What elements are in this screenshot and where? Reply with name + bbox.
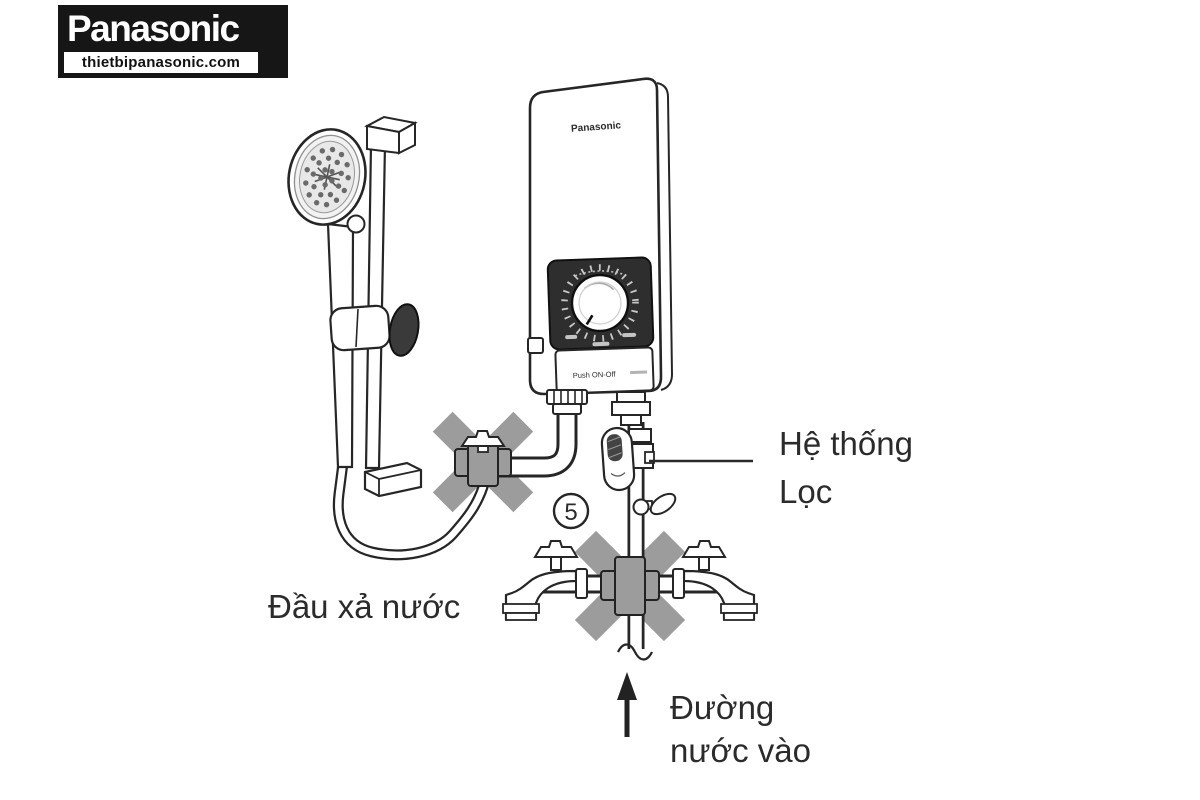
logo-site-text: thietbipanasonic.com (81, 54, 241, 71)
control-panel (546, 256, 655, 351)
cross-fitting (600, 556, 660, 616)
hand-shower (287, 128, 367, 469)
heater-brand-text: Panasonic (571, 120, 622, 134)
outlet-nut (546, 389, 588, 415)
inlet-label-line1: Đường (670, 689, 774, 726)
shower-tee-fitting (454, 430, 512, 487)
wall-bracket-top (364, 115, 418, 155)
knob-pointer (585, 314, 594, 326)
logo-brand-text: Panasonic (67, 8, 240, 49)
water-heater-unit: Panasonic Push ON-Off (527, 77, 674, 396)
outlet-pipe-elbow (498, 412, 578, 478)
faucet-right (671, 539, 759, 622)
panasonic-logo: Panasonic thietbipanasonic.com (58, 5, 288, 78)
inlet-fittings (611, 391, 651, 426)
inlet-shutoff-valve (632, 492, 677, 516)
shower-head (287, 128, 367, 226)
pipe-break-mark (617, 643, 653, 661)
model-text-mark (630, 370, 648, 375)
spray-nozzle-dots (303, 146, 351, 208)
heater-depth-edge (656, 82, 674, 391)
inlet-label-line2: nước vào (670, 732, 811, 769)
step-number-badge: 5 (552, 492, 590, 530)
spray-center-star (314, 164, 340, 190)
side-button (527, 337, 544, 354)
slide-bar-holder (329, 303, 420, 357)
shower-mode-button (346, 214, 366, 234)
filter-label-line2: Lọc (779, 473, 832, 510)
outlet-label: Đầu xả nước (268, 588, 460, 625)
shower-hose (332, 457, 489, 561)
holder-knob (388, 303, 420, 357)
wall-bracket-bottom (363, 461, 423, 498)
step-number-text: 5 (564, 499, 577, 526)
faucet-left (502, 540, 588, 621)
switch-panel: Push ON-Off (554, 346, 655, 395)
knob-tick-ring (561, 264, 639, 342)
water-inlet-arrow (617, 672, 637, 737)
filter-assembly (600, 426, 655, 492)
logo-site-strip: thietbipanasonic.com (64, 52, 258, 73)
filter-label-line1: Hệ thống (779, 425, 913, 462)
shower-slide-bar (363, 115, 423, 498)
switch-panel-text: Push ON-Off (573, 370, 617, 381)
